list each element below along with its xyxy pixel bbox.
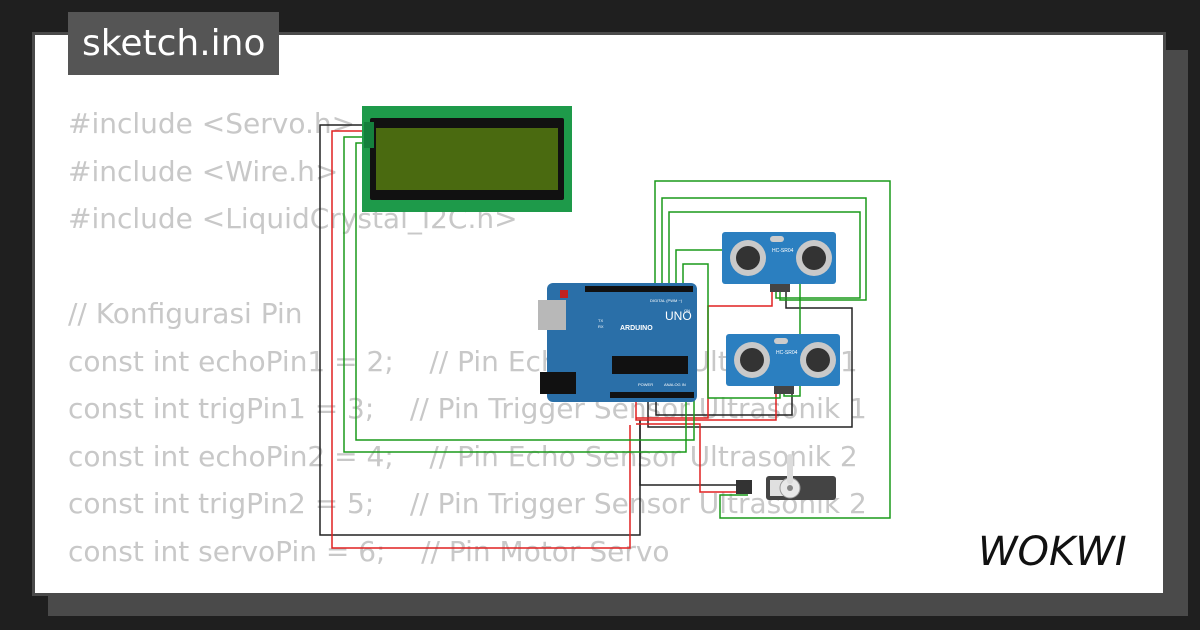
ultrasonic-sensor-1[interactable]: HC-SR04 bbox=[722, 232, 836, 292]
sensor-2-label: HC-SR04 bbox=[776, 350, 798, 356]
wire-servo-signal bbox=[654, 180, 891, 519]
digital-header bbox=[585, 286, 693, 292]
wokwi-logo: WOKWI bbox=[978, 529, 1127, 573]
atmega-chip bbox=[612, 356, 688, 374]
code-preview: #include <Servo.h>#include <Wire.h>#incl… bbox=[68, 100, 867, 575]
wire-lcd-gnd bbox=[319, 124, 641, 536]
wire-lcd-sda bbox=[343, 136, 687, 453]
analog-label: ANALOG IN bbox=[664, 382, 686, 387]
code-line: #include <Servo.h> bbox=[68, 107, 356, 140]
code-line: const int echoPin2 = 4; // Pin Echo Sens… bbox=[68, 439, 858, 473]
file-name-tab[interactable]: sketch.ino bbox=[68, 12, 280, 75]
usb-port bbox=[538, 300, 566, 330]
wire-lcd-scl bbox=[355, 142, 695, 441]
sensor-1-label: HC-SR04 bbox=[772, 248, 794, 254]
wire-sensor1-gnd bbox=[647, 290, 853, 428]
wires bbox=[319, 124, 891, 549]
power-jack bbox=[540, 372, 576, 394]
wire-servo-gnd bbox=[639, 420, 740, 486]
board-model-text: UNO bbox=[665, 309, 692, 323]
board-brand-text: ARDUINO bbox=[620, 325, 653, 332]
code-line: // Konfigurasi Pin bbox=[68, 297, 303, 330]
wire-trig2 bbox=[682, 263, 781, 399]
code-line: #include <Wire.h> bbox=[68, 154, 339, 188]
rx-label: RX bbox=[598, 324, 604, 329]
wire-lcd-vcc bbox=[331, 130, 631, 549]
power-label: POWER bbox=[638, 382, 653, 387]
ultrasonic-sensor-2[interactable]: HC-SR04 bbox=[726, 334, 840, 394]
lcd-display[interactable] bbox=[362, 106, 572, 212]
reset-button[interactable] bbox=[560, 290, 568, 298]
on-label: ON bbox=[684, 308, 690, 313]
wire-echo2 bbox=[675, 249, 801, 397]
wire-sensor2-vcc bbox=[635, 390, 777, 421]
digital-label: DIGITAL (PWM ~) bbox=[650, 298, 683, 303]
tx-label: TX bbox=[598, 318, 603, 323]
analog-header bbox=[610, 392, 694, 398]
wire-servo-vcc bbox=[636, 423, 744, 493]
wire-sensor2-gnd bbox=[655, 390, 793, 416]
servo-motor[interactable] bbox=[736, 454, 836, 500]
arduino-uno-board[interactable]: UNO ARDUINO DIGITAL (PWM ~) ANALOG IN PO… bbox=[538, 283, 697, 402]
wire-trig1 bbox=[668, 211, 861, 299]
wokwi-logo-text: WOKWI bbox=[978, 529, 1127, 573]
